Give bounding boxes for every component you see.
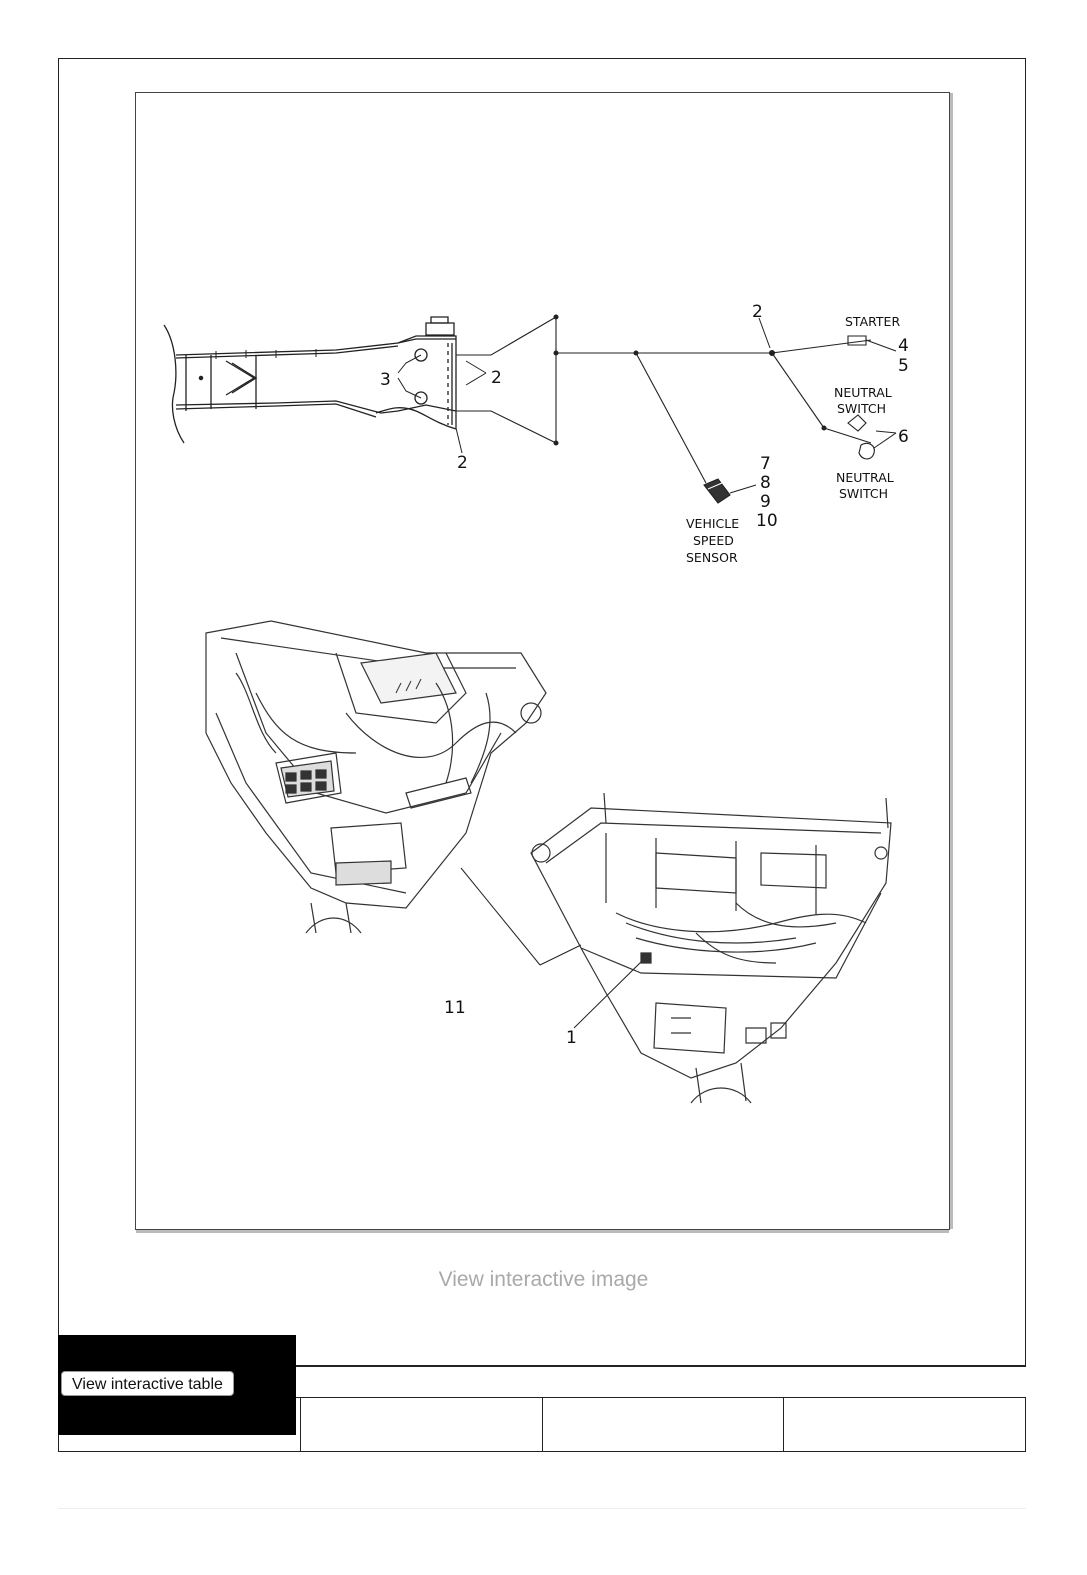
callout-4: 4 bbox=[898, 336, 909, 356]
label-neutral-switch-1a: NEUTRAL bbox=[834, 385, 892, 400]
callout-2-right: 2 bbox=[491, 368, 502, 388]
callout-2-top: 2 bbox=[752, 302, 763, 322]
label-neutral-switch-1b: SWITCH bbox=[837, 401, 886, 416]
figure-shadow-right bbox=[950, 93, 953, 1229]
callout-6: 6 bbox=[898, 427, 909, 447]
table-cell bbox=[299, 1398, 542, 1451]
callout-11: 11 bbox=[444, 998, 466, 1018]
page-frame bbox=[58, 58, 1026, 1366]
callout-10: 10 bbox=[756, 511, 778, 531]
view-interactive-table-button[interactable]: View interactive table bbox=[61, 1371, 234, 1396]
callout-7: 7 bbox=[760, 454, 771, 474]
assembly-view-left bbox=[205, 620, 547, 934]
callout-3: 3 bbox=[380, 370, 391, 390]
assembly-view-right bbox=[530, 792, 892, 1104]
label-starter: STARTER bbox=[845, 314, 900, 329]
callout-8: 8 bbox=[760, 473, 771, 493]
wiring-diagram-figure[interactable]: 2 3 2 2 4 5 6 7 8 9 10 11 1 STARTER NEUT… bbox=[135, 92, 953, 1233]
label-vss-2: SPEED bbox=[693, 533, 734, 548]
page-divider bbox=[58, 1508, 1026, 1509]
view-interactive-image-link[interactable]: View interactive image bbox=[438, 1268, 649, 1291]
label-vss-1: VEHICLE bbox=[686, 516, 739, 531]
callout-2-bottom: 2 bbox=[457, 453, 468, 473]
callout-1: 1 bbox=[566, 1028, 577, 1048]
table-cell bbox=[783, 1398, 1025, 1451]
frame-crossmember-drawing bbox=[163, 316, 457, 444]
table-cell bbox=[541, 1398, 784, 1451]
callout-5: 5 bbox=[898, 356, 909, 376]
frame-bottom-line bbox=[296, 1366, 1026, 1367]
label-neutral-switch-2a: NEUTRAL bbox=[836, 470, 894, 485]
callout-9: 9 bbox=[760, 492, 771, 512]
label-neutral-switch-2b: SWITCH bbox=[839, 486, 888, 501]
diagram-svg: 2 3 2 2 4 5 6 7 8 9 10 11 1 STARTER NEUT… bbox=[163, 302, 909, 1104]
figure-shadow-bottom bbox=[136, 1230, 949, 1233]
label-vss-3: SENSOR bbox=[686, 550, 738, 565]
leader-lines bbox=[397, 317, 897, 1029]
harness-lines bbox=[456, 314, 875, 504]
